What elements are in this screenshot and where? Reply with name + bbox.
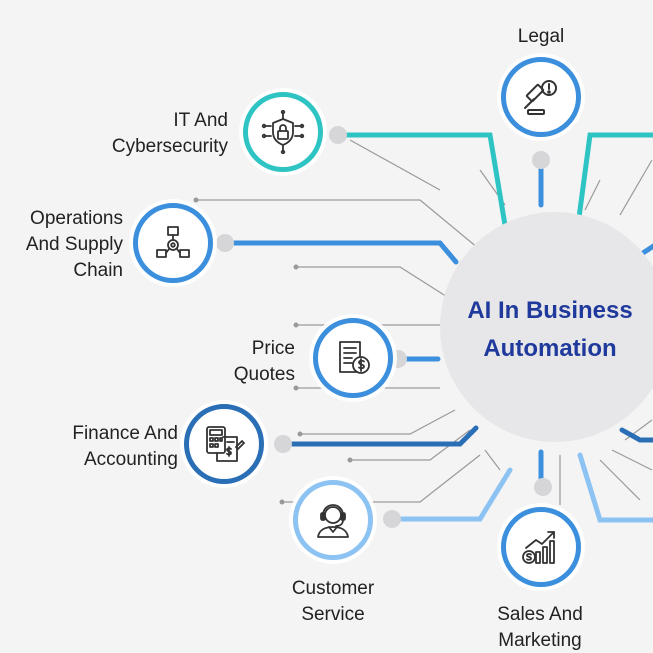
it-label-line1: IT And bbox=[173, 110, 228, 131]
headset-agent-icon bbox=[317, 504, 349, 538]
operations-supply-chain-label: Operations And Supply Chain bbox=[8, 206, 123, 284]
trace-dots bbox=[193, 197, 353, 505]
growth-chart-icon bbox=[522, 531, 555, 564]
sales-marketing-label: Sales And Marketing bbox=[475, 602, 605, 653]
ops-label-line3: Chain bbox=[73, 260, 123, 281]
customer-service-label: Customer Service bbox=[268, 576, 398, 628]
sales-marketing-node bbox=[501, 507, 581, 587]
shield-lock-circuit-icon bbox=[261, 110, 305, 154]
customer-service-node bbox=[293, 480, 373, 560]
price-label-line2: Quotes bbox=[233, 364, 295, 385]
price-label-line1: Price bbox=[251, 338, 295, 359]
ops-label-line1: Operations bbox=[30, 208, 123, 229]
hub-title-line2: Automation bbox=[483, 335, 617, 362]
hub-title-line1: AI In Business bbox=[467, 297, 633, 324]
price-quotes-label: Price Quotes bbox=[190, 336, 295, 388]
supply-chain-icon bbox=[156, 226, 190, 258]
finance-accounting-label: Finance And Accounting bbox=[40, 421, 178, 473]
finance-label-line2: Accounting bbox=[83, 449, 178, 470]
it-cybersecurity-label: IT And Cybersecurity bbox=[90, 108, 228, 160]
central-hub bbox=[440, 212, 653, 442]
price-quotes-node bbox=[313, 318, 393, 398]
calculator-document-icon bbox=[206, 426, 245, 462]
legal-node bbox=[501, 57, 581, 137]
connector-dots bbox=[216, 126, 552, 528]
hub-title: AI In Business Automation bbox=[445, 292, 653, 368]
customer-label-line2: Service bbox=[301, 604, 365, 625]
legal-label: Legal bbox=[517, 26, 565, 47]
invoice-dollar-icon bbox=[339, 341, 370, 374]
customer-label-line1: Customer bbox=[291, 578, 375, 599]
sales-label-line1: Sales And bbox=[497, 604, 583, 625]
operations-supply-chain-node bbox=[133, 203, 213, 283]
finance-label-line1: Finance And bbox=[72, 423, 178, 444]
finance-accounting-node bbox=[184, 404, 264, 484]
sales-label-line2: Marketing bbox=[498, 630, 582, 651]
ops-label-line2: And Supply bbox=[25, 234, 123, 255]
it-cybersecurity-node bbox=[243, 92, 323, 172]
gavel-icon bbox=[524, 80, 557, 115]
it-label-line2: Cybersecurity bbox=[111, 136, 228, 157]
